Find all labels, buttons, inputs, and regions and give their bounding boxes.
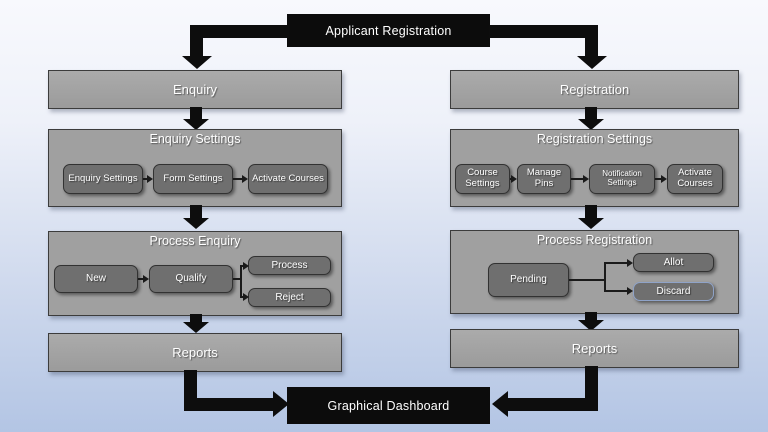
connector-process-registration [585,205,597,218]
branch-line [233,278,241,280]
small-arrow-icon [661,175,667,183]
panel-process-registration: Process Registration Pending Allot Disca… [450,230,739,314]
connector-reports-left [190,314,202,322]
arrowhead-registration-settings-icon [578,119,604,130]
arrowhead-bottom-right-icon [492,391,508,417]
node-reports-right: Reports [450,329,739,368]
connector-process-enquiry [190,205,202,218]
chip-form-settings: Form Settings [153,164,233,194]
chip-notification-settings: Notification Settings [589,164,655,194]
node-registration: Registration [450,70,739,109]
arrowhead-top-right-icon [577,56,607,69]
arrowhead-top-left-icon [182,56,212,69]
arrowhead-bottom-left-icon [273,391,289,417]
small-arrow-icon [627,259,633,267]
arrow-top-right-vertical [585,25,598,56]
chip-discard: Discard [633,282,714,301]
arrowhead-enquiry-settings-icon [183,119,209,130]
branch-line [604,262,606,292]
branch-line [604,262,627,264]
flow-line [655,178,661,180]
chip-manage-pins: Manage Pins [517,164,571,194]
branch-line [604,290,627,292]
small-arrow-icon [147,175,153,183]
node-enquiry: Enquiry [48,70,342,109]
panel-registration-settings: Registration Settings Course Settings Ma… [450,129,739,207]
chip-allot: Allot [633,253,714,272]
small-arrow-icon [243,293,249,301]
small-arrow-icon [583,175,589,183]
node-graphical-dashboard: Graphical Dashboard [287,387,490,424]
arrow-top-left-horizontal [196,25,289,38]
panel-enquiry-settings-title: Enquiry Settings [149,132,241,146]
arrowhead-reports-right-icon [578,320,604,331]
connector-registration-settings [585,107,597,119]
chip-activate-courses-right: Activate Courses [667,164,723,194]
panel-process-registration-title: Process Registration [536,233,653,247]
small-arrow-icon [243,262,249,270]
arrow-top-right-horizontal [489,25,598,38]
flow-line [233,178,242,180]
panel-process-enquiry-title: Process Enquiry [149,234,241,248]
arrow-bottom-right-horizontal [508,398,598,411]
branch-line [240,296,243,298]
arrowhead-process-enquiry-icon [183,218,209,229]
flow-line [138,278,143,280]
panel-enquiry-settings: Enquiry Settings Enquiry Settings Form S… [48,129,342,207]
connector-enquiry-settings [190,107,202,119]
flow-line [143,178,147,180]
connector-reports-right [585,312,597,320]
chip-course-settings: Course Settings [455,164,510,194]
small-arrow-icon [242,175,248,183]
chip-qualify: Qualify [149,265,233,293]
arrow-bottom-left-horizontal [184,398,273,411]
chip-reject: Reject [248,288,331,307]
branch-line [569,279,605,281]
branch-line [240,265,242,298]
panel-process-enquiry: Process Enquiry New Qualify Process Reje… [48,231,342,316]
small-arrow-icon [511,175,517,183]
chip-activate-courses-left: Activate Courses [248,164,328,194]
chip-enquiry-settings: Enquiry Settings [63,164,143,194]
small-arrow-icon [627,287,633,295]
arrowhead-reports-left-icon [183,322,209,333]
node-reports-left: Reports [48,333,342,372]
small-arrow-icon [143,275,149,283]
arrow-top-left-vertical [190,25,203,56]
flow-line [571,178,583,180]
node-applicant-registration: Applicant Registration [287,14,490,47]
arrowhead-process-registration-icon [578,218,604,229]
chip-process: Process [248,256,331,275]
branch-line [240,265,243,267]
panel-registration-settings-title: Registration Settings [536,132,653,146]
chip-pending: Pending [488,263,569,297]
chip-new: New [54,265,138,293]
